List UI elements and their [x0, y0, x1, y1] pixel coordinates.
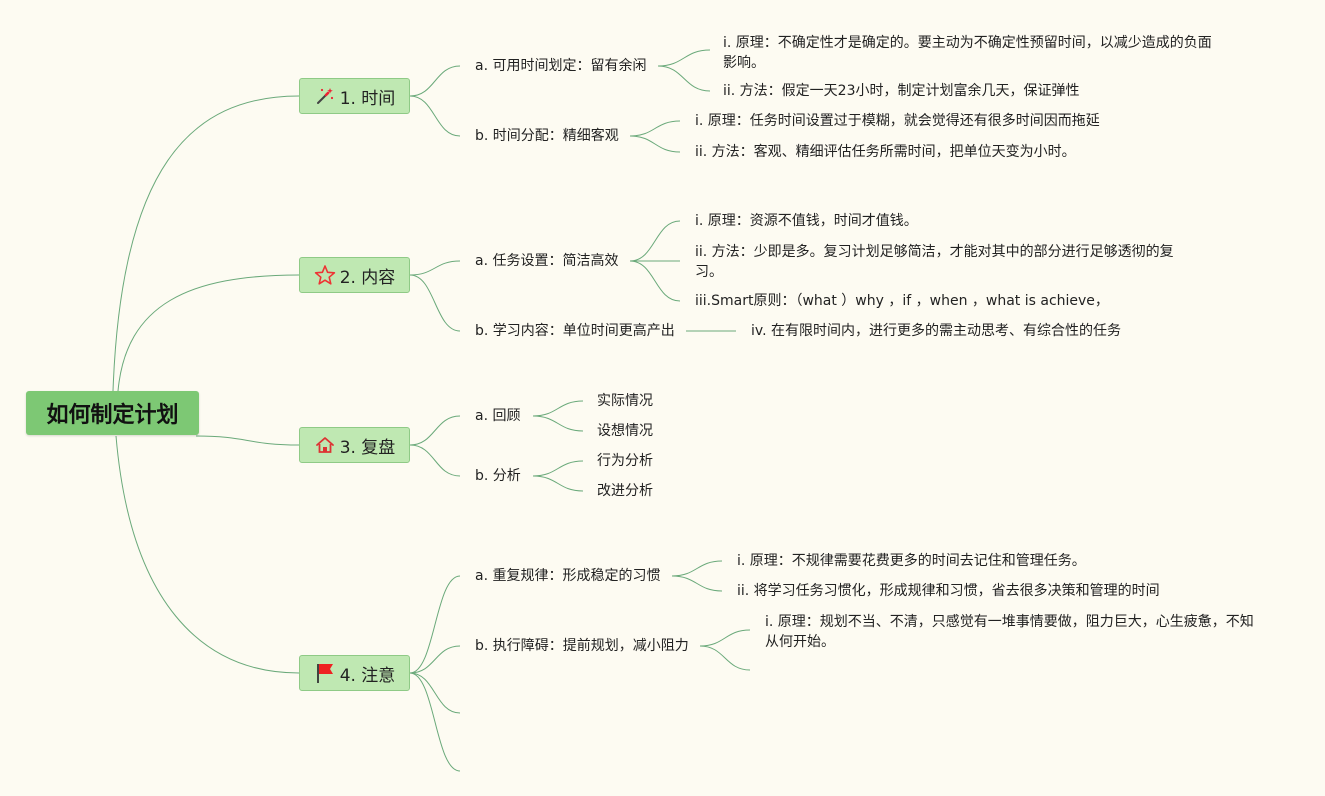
root-connector — [117, 274, 300, 392]
leaf-topic[interactable]: 设想情况 — [597, 423, 653, 439]
leaf-connector — [629, 120, 681, 137]
leaf-topic[interactable]: 行为分析 — [597, 453, 653, 469]
root-connector — [115, 435, 300, 674]
leaf-topic[interactable]: i. 原理：不确定性才是确定的。要主动为不确定性预留时间，以减少造成的负面影响。 — [723, 35, 1212, 71]
leaf-topic[interactable]: iii.Smart原则：（what ）why ，if ，when ，what i… — [695, 293, 1109, 309]
leaf-connector — [657, 65, 711, 92]
branch-label: 3. 复盘 — [339, 437, 396, 458]
branch-connector — [409, 575, 461, 674]
leaf-topic[interactable]: i. 原理：不规律需要花费更多的时间去记住和管理任务。 — [737, 553, 1086, 569]
branch-label: 2. 内容 — [339, 267, 396, 288]
sub-topic[interactable]: a. 可用时间划定：留有余闲 — [475, 58, 647, 74]
leaf-topic[interactable]: iv. 在有限时间内，进行更多的需主动思考、有综合性的任务 — [751, 323, 1121, 339]
leaf-topic[interactable]: 实际情况 — [597, 393, 653, 409]
branch-label: 1. 时间 — [339, 88, 396, 109]
sub-topic[interactable]: b. 分析 — [475, 468, 521, 484]
leaf-connector — [671, 560, 723, 577]
sub-topic[interactable]: a. 重复规律：形成稳定的习惯 — [475, 568, 661, 584]
sub-topic[interactable]: b. 学习内容：单位时间更高产出 — [475, 323, 675, 339]
leaf-connector — [629, 220, 681, 262]
root-connector — [195, 435, 300, 446]
leaf-topic[interactable]: i. 原理：规划不当、不清，只感觉有一堆事情要做，阻力巨大，心生疲惫，不知从何开… — [765, 614, 1254, 650]
home-icon — [314, 434, 336, 456]
branch-connector — [409, 260, 461, 276]
leaf-topic[interactable]: ii. 方法：客观、精细评估任务所需时间，把单位天变为小时。 — [695, 144, 1076, 160]
branch-notes[interactable]: 4. 注意 — [299, 655, 410, 691]
leaf-topic[interactable]: ii. 将学习任务习惯化，形成规律和习惯，省去很多决策和管理的时间 — [737, 583, 1160, 599]
branch-time[interactable]: 1. 时间 — [299, 78, 410, 114]
leaf-connector — [532, 415, 584, 432]
leaf-topic[interactable]: i. 原理：任务时间设置过于模糊，就会觉得还有很多时间因而拖延 — [695, 113, 1100, 129]
flag-icon — [314, 662, 336, 684]
leaf-topic[interactable]: 改进分析 — [597, 483, 653, 499]
root-connector — [112, 95, 300, 392]
branch-connector — [409, 274, 461, 332]
branch-connector — [409, 672, 461, 772]
magic-wand-icon — [314, 85, 336, 107]
sub-topic[interactable]: a. 回顾 — [475, 408, 521, 424]
branch-connector — [409, 95, 461, 137]
leaf-topic[interactable]: i. 原理：资源不值钱，时间才值钱。 — [695, 213, 918, 229]
leaf-connector — [629, 260, 681, 302]
sub-topic[interactable]: b. 时间分配：精细客观 — [475, 128, 619, 144]
sub-topic[interactable]: a. 任务设置：简洁高效 — [475, 253, 619, 269]
leaf-connector — [657, 49, 711, 67]
branch-connector — [409, 645, 461, 674]
leaf-connector — [699, 645, 751, 671]
branch-connector — [409, 65, 461, 97]
leaf-topic[interactable]: ii. 方法：假定一天23小时，制定计划富余几天，保证弹性 — [723, 83, 1080, 99]
leaf-connector — [699, 629, 751, 647]
star-icon — [314, 264, 336, 286]
branch-content[interactable]: 2. 内容 — [299, 257, 410, 293]
leaf-topic[interactable]: ii. 方法：少即是多。复习计划足够简洁，才能对其中的部分进行足够透彻的复习。 — [695, 244, 1174, 280]
branch-label: 4. 注意 — [339, 665, 396, 686]
leaf-connector — [671, 575, 723, 592]
root-topic[interactable]: 如何制定计划 — [26, 391, 199, 435]
branch-connector — [409, 415, 461, 446]
leaf-connector — [532, 400, 584, 417]
leaf-connector — [532, 475, 584, 492]
branch-connector — [409, 444, 461, 477]
branch-review[interactable]: 3. 复盘 — [299, 427, 410, 463]
branch-connector — [409, 672, 461, 714]
leaf-connector — [532, 460, 584, 477]
sub-topic[interactable]: b. 执行障碍：提前规划，减小阻力 — [475, 638, 689, 654]
leaf-connector — [629, 135, 681, 153]
